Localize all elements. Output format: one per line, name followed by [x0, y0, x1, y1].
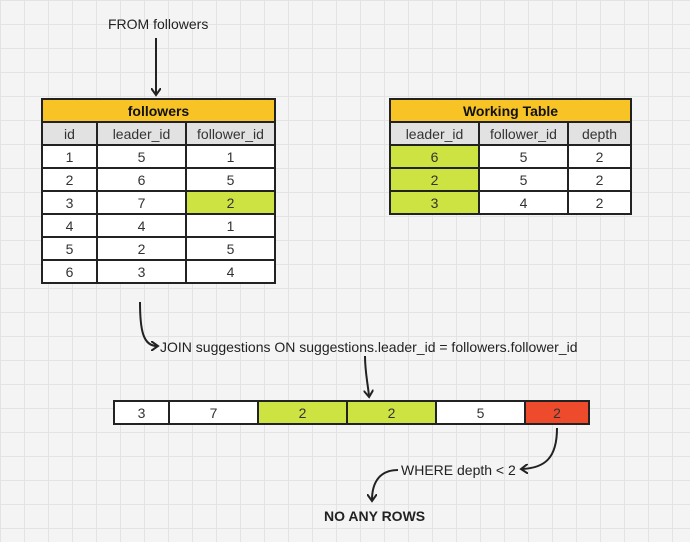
working-header-leader-id: leader_id [389, 121, 480, 146]
table-cell: 5 [41, 236, 98, 261]
table-cell: 3 [41, 190, 98, 215]
highlighted-cell: 2 [185, 190, 276, 215]
table-cell: 2 [96, 236, 187, 261]
highlighted-cell: 2 [257, 400, 348, 425]
table-cell: 1 [185, 144, 276, 169]
table-cell: 6 [41, 259, 98, 284]
join-arrow [139, 301, 157, 346]
highlighted-cell: 2 [346, 400, 437, 425]
followers-table: followers id leader_id follower_id 1 5 1… [41, 98, 276, 284]
table-row: 3 4 2 [389, 190, 633, 215]
table-row: 3 7 2 [41, 190, 276, 215]
table-cell: 4 [96, 213, 187, 238]
highlighted-cell: 6 [389, 144, 480, 169]
working-header-row: leader_id follower_id depth [389, 121, 633, 146]
result-label: NO ANY ROWS [324, 508, 426, 524]
join-label: JOIN suggestions ON suggestions.leader_i… [160, 339, 578, 355]
table-cell: 1 [41, 144, 98, 169]
joined-row-table: 3 7 2 2 5 2 [113, 400, 590, 425]
working-header-follower-id: follower_id [478, 121, 569, 146]
table-cell: 5 [96, 144, 187, 169]
table-cell: 4 [41, 213, 98, 238]
working-table: Working Table leader_id follower_id dept… [388, 98, 633, 215]
highlighted-cell: 2 [389, 167, 480, 192]
table-cell: 5 [478, 144, 569, 169]
followers-title: followers [41, 98, 276, 123]
table-cell: 5 [478, 167, 569, 192]
table-cell: 2 [566, 190, 633, 215]
table-cell: 1 [185, 213, 276, 238]
table-row: 3 7 2 2 5 2 [113, 400, 590, 425]
table-cell: 6 [96, 167, 187, 192]
join-down-arrow [365, 355, 369, 396]
table-row: 4 4 1 [41, 213, 276, 238]
followers-header-follower-id: follower_id [185, 121, 276, 146]
table-row: 6 3 4 [41, 259, 276, 284]
working-table-title: Working Table [388, 98, 633, 123]
table-cell: 2 [566, 167, 633, 192]
table-cell: 2 [566, 144, 633, 169]
table-row: 6 5 2 [389, 144, 633, 169]
followers-header-row: id leader_id follower_id [41, 121, 276, 146]
table-cell: 3 [113, 400, 170, 425]
table-cell: 4 [478, 190, 569, 215]
table-cell: 4 [185, 259, 276, 284]
highlighted-cell: 3 [389, 190, 480, 215]
table-cell: 5 [185, 236, 276, 261]
depth-cell: 2 [524, 400, 590, 425]
table-row: 2 5 2 [389, 167, 633, 192]
followers-header-leader-id: leader_id [96, 121, 187, 146]
working-header-depth: depth [566, 121, 633, 146]
table-cell: 7 [168, 400, 259, 425]
followers-header-id: id [41, 121, 98, 146]
from-label: FROM followers [108, 16, 209, 32]
table-row: 2 6 5 [41, 167, 276, 192]
table-cell: 2 [41, 167, 98, 192]
where-to-result-arrow [372, 469, 399, 500]
table-cell: 3 [96, 259, 187, 284]
table-cell: 7 [96, 190, 187, 215]
table-cell: 5 [185, 167, 276, 192]
table-row: 1 5 1 [41, 144, 276, 169]
depth-to-where-arrow [522, 427, 558, 469]
where-label: WHERE depth < 2 [401, 462, 516, 478]
table-cell: 5 [435, 400, 526, 425]
table-row: 5 2 5 [41, 236, 276, 261]
